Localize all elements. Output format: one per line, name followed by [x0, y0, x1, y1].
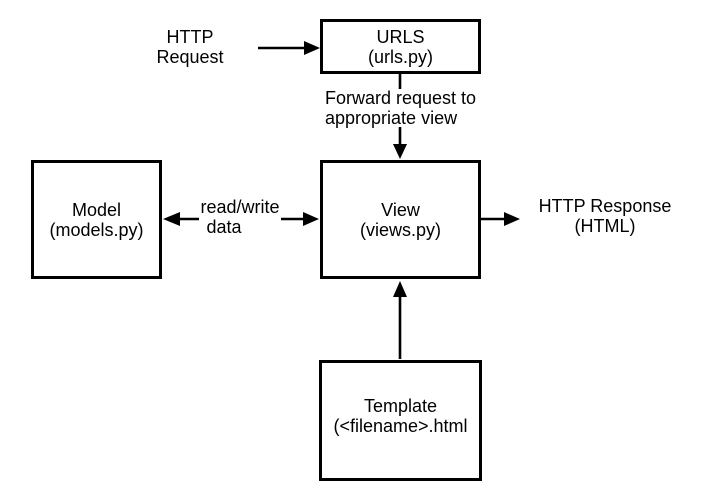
- to-view-arrowhead: [303, 212, 319, 226]
- http-response-arrowhead: [504, 212, 520, 226]
- read-write-label-line1: read/write: [200, 197, 280, 217]
- template-to-view-arrowhead: [393, 281, 407, 297]
- view-box-subtitle: (views.py): [359, 219, 441, 240]
- template-box-title: Template: [363, 396, 438, 416]
- read-write-label-line2: data: [206, 217, 242, 237]
- urls-box-title: URLS: [376, 26, 425, 47]
- forward-request-label-line2: appropriate view: [325, 108, 458, 128]
- view-box-title: View: [381, 199, 420, 220]
- http-response-label-line2: (HTML): [574, 216, 636, 236]
- http-response-label: HTTP Response (HTML): [524, 196, 686, 236]
- http-request-arrowhead: [304, 41, 320, 55]
- http-request-label-line1: HTTP: [166, 27, 214, 47]
- forward-request-label-line1: Forward request to: [325, 88, 477, 108]
- forward-request-label: Forward request to appropriate view: [325, 88, 476, 128]
- urls-box: URLS (urls.py): [320, 19, 481, 74]
- http-request-label-line2: Request: [156, 47, 224, 67]
- http-request-label: HTTP Request: [140, 27, 240, 67]
- urls-box-subtitle: (urls.py): [367, 46, 433, 67]
- template-box: Template (<filename>.html: [319, 360, 482, 481]
- template-box-subtitle: (<filename>.html: [333, 416, 468, 436]
- model-box-subtitle: (models.py): [49, 219, 144, 240]
- urls-to-view-arrowhead: [393, 144, 407, 159]
- http-response-label-line1: HTTP Response: [538, 196, 672, 216]
- model-box-title: Model: [71, 199, 122, 220]
- view-box: View (views.py): [320, 160, 481, 279]
- read-write-label: read/write: [190, 197, 290, 217]
- model-box: Model (models.py): [31, 160, 162, 279]
- data-label: data: [174, 217, 274, 237]
